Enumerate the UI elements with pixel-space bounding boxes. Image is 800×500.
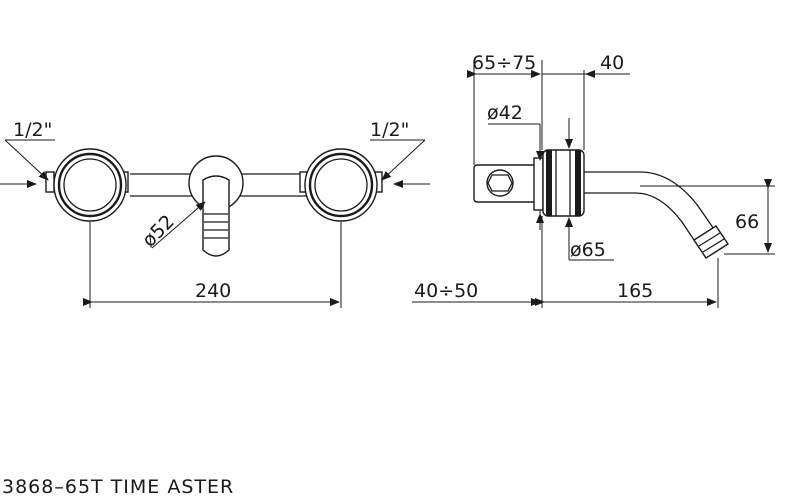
rosette-diameter-dimension [565, 118, 614, 261]
outlet-diameter-label: ø52 [138, 211, 179, 252]
width-dimension [83, 222, 342, 308]
thread-label-right: 1/2" [370, 119, 409, 141]
rosette [542, 149, 585, 217]
wall-fitting [473, 157, 544, 211]
height-dimension [640, 179, 775, 255]
thread-leaders [0, 139, 430, 188]
diameter-leader [151, 201, 206, 249]
body-diameter-dimension [488, 123, 544, 230]
body-depth-label: 40 [600, 52, 624, 74]
top-dimensions [467, 60, 630, 165]
thread-label-left: 1/2" [13, 119, 52, 141]
left-handle [45, 148, 129, 222]
wall-depth-label: 65÷75 [472, 52, 536, 74]
spout [584, 171, 729, 259]
spout-height-label: 66 [735, 211, 759, 233]
spout-length-label: 165 [617, 280, 653, 302]
recess-label: 40÷50 [414, 280, 478, 302]
right-handle [299, 148, 383, 222]
side-view: 65÷75 40 ø42 ø65 66 40÷50 165 [412, 52, 775, 308]
width-label: 240 [195, 280, 231, 302]
rosette-diameter-label: ø65 [570, 239, 606, 261]
center-outlet [188, 155, 244, 257]
bottom-dimensions [412, 216, 719, 308]
body-diameter-label: ø42 [487, 102, 523, 124]
front-view: 1/2" 1/2" ø52 240 [0, 119, 430, 308]
drawing-caption: 3868–65T TIME ASTER [2, 476, 235, 498]
